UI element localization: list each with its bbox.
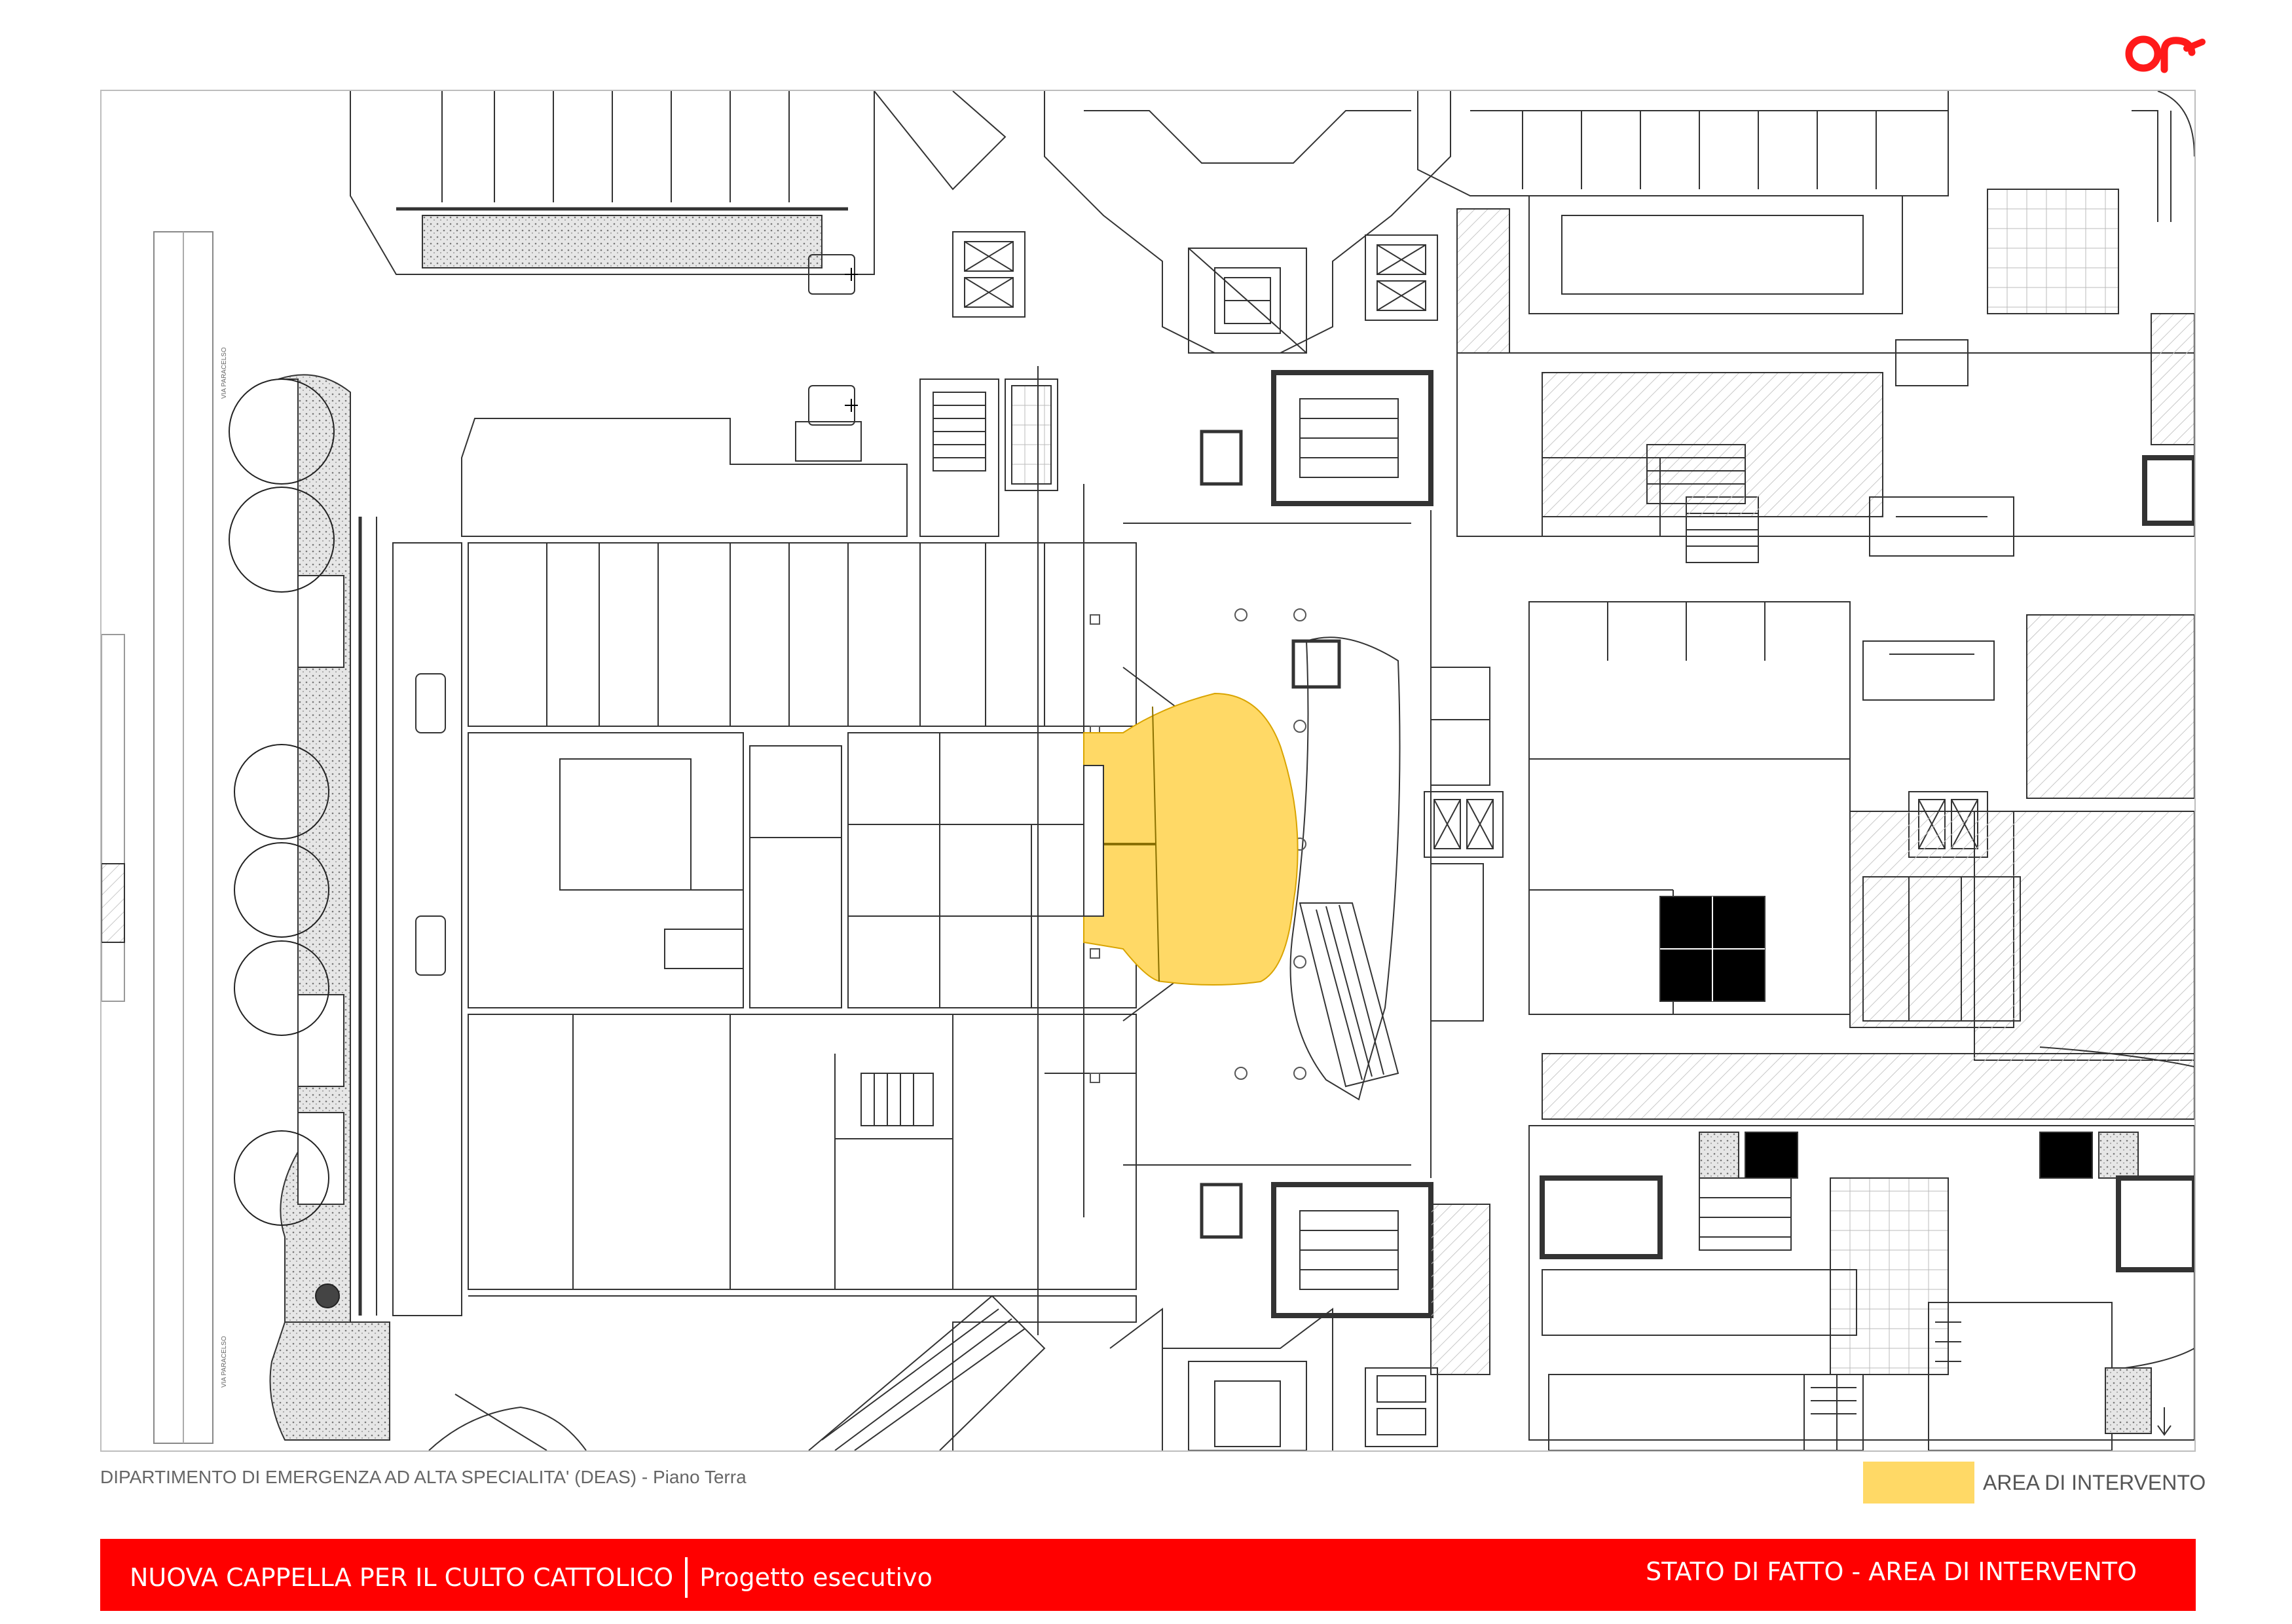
street-label: VIA PARACELSO — [221, 347, 228, 399]
project-phase: Progetto esecutivo — [699, 1563, 933, 1592]
north-arrow-icon — [2157, 1407, 2172, 1436]
escalator — [1289, 637, 1401, 1101]
legend-swatch — [1863, 1462, 1974, 1504]
wing-left-rooms — [454, 378, 1137, 1450]
title-separator — [685, 1557, 688, 1598]
atrium-top-octagon — [1044, 91, 1451, 354]
wing-top-left — [350, 91, 1007, 275]
wing-top-right — [1417, 91, 2194, 354]
plan-caption: DIPARTIMENTO DI EMERGENZA AD ALTA SPECIA… — [100, 1467, 747, 1487]
stair-icon — [1005, 370, 1792, 1318]
floor-plan: VIA PARACELSO VIA PARACELSO — [100, 90, 2196, 1452]
wing-right-middle — [1430, 601, 2194, 1061]
title-block-bar: NUOVA CAPPELLA PER IL CULTO CATTOLICO Pr… — [100, 1539, 2196, 1611]
legend-label: AREA DI INTERVENTO — [1983, 1471, 2206, 1494]
company-logo-icon — [2125, 35, 2206, 73]
sheet-title: STATO DI FATTO - AREA DI INTERVENTO — [1646, 1557, 2137, 1586]
garden-strip — [269, 374, 390, 1441]
street-label-lower: VIA PARACELSO — [221, 1336, 228, 1388]
wing-bottom-left — [428, 1295, 1046, 1450]
ambulance-icon — [845, 268, 858, 412]
wing-right-upper — [1456, 313, 2194, 557]
tree-icon — [229, 378, 340, 1308]
elevator-icon — [952, 231, 1988, 1447]
service-corridor — [358, 517, 462, 1316]
ambulance-bay — [795, 254, 862, 462]
title-block-left: NUOVA CAPPELLA PER IL CULTO CATTOLICO Pr… — [130, 1557, 933, 1598]
street-parking — [102, 231, 213, 1444]
atrium-bottom-octagon — [1109, 1308, 1333, 1450]
project-title: NUOVA CAPPELLA PER IL CULTO CATTOLICO — [130, 1563, 674, 1592]
intervention-area — [1083, 692, 1299, 986]
floor-plan-drawing: VIA PARACELSO VIA PARACELSO — [102, 91, 2194, 1450]
wing-right-lower — [1430, 1046, 2194, 1450]
